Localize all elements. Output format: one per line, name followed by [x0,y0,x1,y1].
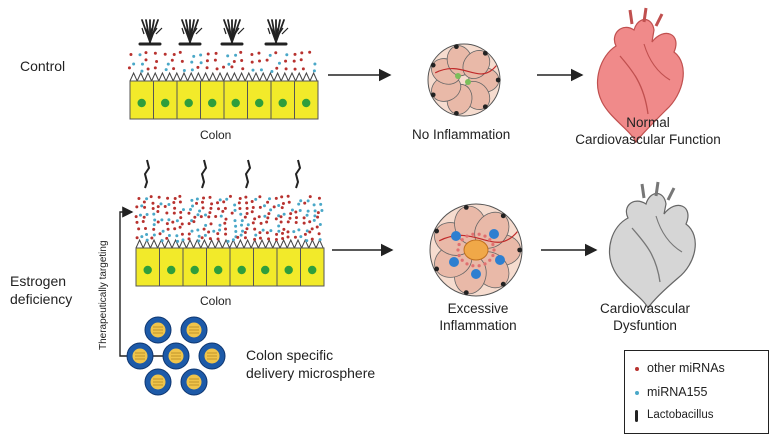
label-no-inflammation: No Inflammation [412,127,511,142]
immune-cells-inflamed [429,203,523,297]
immune-cells-normal [427,43,501,117]
lactobacillus-depleted [143,159,302,189]
mirna-dots-control [127,50,317,73]
row-label-estrogen-line1: Estrogen [10,273,67,289]
dot-red-icon [635,367,639,371]
legend-row-mirna155: miRNA155 [635,385,708,399]
bacillus-rod-icon [635,410,638,422]
colon-epithelium-control [129,71,319,120]
label-normal-line1: Normal [626,115,670,130]
heart-diseased-icon [609,181,696,310]
colon-epithelium-estrogen [135,238,325,287]
legend-row-lactobacillus: Lactobacillus [635,409,714,422]
label-normal-line2: Cardiovascular Function [575,132,721,147]
label-excessive-inflammation: Excessive Inflammation [428,300,528,334]
legend-label-lactobacillus: Lactobacillus [647,409,714,421]
heart-normal-icon [597,7,684,144]
label-microsphere-line2: delivery microsphere [246,365,376,381]
label-normal-function: Normal Cardiovascular Function [562,114,734,148]
dot-blue-icon [635,391,639,395]
colon-label-control: Colon [200,128,232,142]
label-excessive-line2: Inflammation [439,318,517,333]
label-cardiovascular-dysfunction: Cardiovascular Dysfuntion [585,300,705,334]
legend-label-other-mirnas: other miRNAs [647,361,725,375]
label-dysfunction-line2: Dysfuntion [613,318,677,333]
label-microsphere: Colon specific delivery microsphere [246,346,375,382]
legend-label-mirna155: miRNA155 [647,385,708,399]
label-microsphere-line1: Colon specific [246,347,334,363]
legend-row-other-mirnas: other miRNAs [635,361,725,375]
label-therapeutically-targeting: Therapeutically targeting [98,240,109,350]
row-label-control: Control [20,58,66,74]
label-excessive-line1: Excessive [447,301,509,316]
delivery-microspheres [126,316,226,396]
mirna-dots-estrogen [134,194,324,243]
row-label-estrogen: Estrogen deficiency [10,272,72,308]
lactobacillus-abundant [138,19,289,46]
label-dysfunction-line1: Cardiovascular [599,301,691,316]
row-label-estrogen-line2: deficiency [10,291,73,307]
colon-label-estrogen: Colon [200,294,232,308]
legend: other miRNAs miRNA155 Lactobacillus [624,350,769,434]
